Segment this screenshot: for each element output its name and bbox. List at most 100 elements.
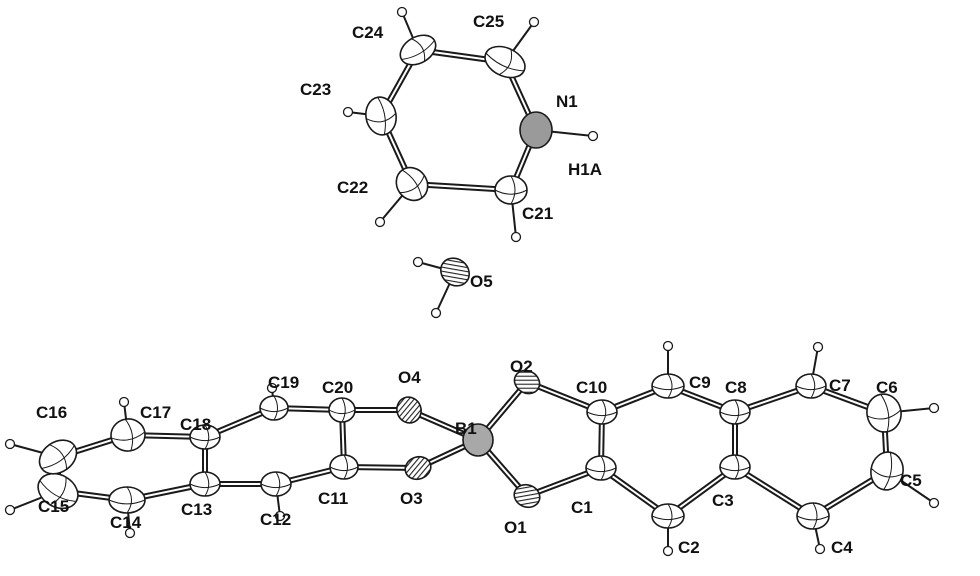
hydrogen-atom <box>928 402 940 414</box>
hydrogen-atom <box>4 438 16 450</box>
atom-ellipse <box>399 34 437 66</box>
principal-axis <box>401 169 423 199</box>
atom-ellipse <box>396 396 422 424</box>
atom-o5 <box>439 257 471 287</box>
hydrogen-atom <box>662 340 674 352</box>
atom-label-c19: C19 <box>268 373 299 392</box>
principal-axis <box>667 503 673 529</box>
atom-b1 <box>462 423 494 457</box>
principal-axis <box>260 483 292 489</box>
atom-label-c24: C24 <box>352 23 384 42</box>
atom-label-c16: C16 <box>36 403 67 422</box>
principal-axis <box>651 385 685 391</box>
principal-axis <box>126 486 132 514</box>
atom-c4 <box>796 502 830 530</box>
principal-axis <box>880 394 890 432</box>
hydrogen-atom <box>266 382 278 394</box>
atom-ellipse <box>38 439 78 475</box>
principal-axis <box>343 454 348 480</box>
principal-axis <box>719 466 751 472</box>
atom-label-c9: C9 <box>689 373 711 392</box>
principal-axis <box>719 411 751 417</box>
principal-axis <box>49 477 67 506</box>
principal-axis <box>189 483 221 489</box>
atom-ellipse <box>462 423 494 457</box>
atom-label-c12: C12 <box>260 510 291 529</box>
principal-axis <box>810 373 816 399</box>
atom-ellipse <box>260 471 292 497</box>
atom-ellipse <box>651 503 685 529</box>
atom-label-c20: C20 <box>322 378 353 397</box>
atom-ellipse <box>395 166 429 202</box>
hydrogen-atom <box>510 231 522 243</box>
atom-ellipse <box>513 483 541 509</box>
atom-ellipse <box>513 369 541 395</box>
atom-label-c7: C7 <box>829 376 851 395</box>
atom-label-c22: C22 <box>337 178 368 197</box>
atoms-layer <box>37 34 904 530</box>
principal-axis <box>204 424 210 450</box>
atom-label-c11: C11 <box>318 489 348 508</box>
atom-c13 <box>189 471 221 497</box>
principal-axis <box>328 409 356 415</box>
principal-axis <box>189 436 221 442</box>
hydrogens-layer <box>4 6 940 557</box>
principal-axis <box>275 471 281 497</box>
principal-axis <box>600 455 606 481</box>
atom-ellipse <box>719 454 751 480</box>
principal-axis <box>867 409 902 420</box>
atom-c25 <box>484 45 526 79</box>
atom-c7 <box>795 373 827 399</box>
hydrogen-atom <box>662 545 674 557</box>
atom-label-c13: C13 <box>181 500 212 519</box>
hydrogen-atom <box>587 130 599 142</box>
atom-label-o4: O4 <box>398 368 421 387</box>
principal-axis <box>41 445 75 469</box>
atom-label-o5: O5 <box>470 272 493 291</box>
atom-ellipse <box>719 399 751 425</box>
atom-ellipse <box>189 471 221 497</box>
atom-label-c14: C14 <box>110 513 142 532</box>
principal-axis <box>734 454 740 480</box>
atom-label-b1: B1 <box>455 419 477 438</box>
principal-axis <box>204 471 210 497</box>
atom-label-n1: N1 <box>556 92 578 111</box>
hydrogen-atom <box>928 497 940 509</box>
principal-axis <box>667 373 673 399</box>
principal-axis <box>377 97 386 135</box>
atom-c6 <box>866 393 902 433</box>
atom-c8 <box>719 399 751 425</box>
principal-axis <box>399 175 425 194</box>
hydrogen-atom <box>812 341 824 353</box>
principal-axis <box>111 431 146 441</box>
atom-ellipse <box>651 373 685 399</box>
principal-axis <box>108 499 146 505</box>
principal-axis <box>795 385 827 391</box>
atom-label-c18: C18 <box>180 415 211 434</box>
atom-ellipse <box>796 502 830 530</box>
atom-c17 <box>110 418 146 452</box>
atom-label-o2: O2 <box>510 357 533 376</box>
principal-axis <box>341 397 346 423</box>
principal-axis <box>365 113 397 123</box>
hydrogen-atom <box>4 504 16 516</box>
hydrogen-atom <box>374 216 386 228</box>
atom-ellipse <box>519 111 553 149</box>
atom-ellipse <box>484 45 526 79</box>
principal-axis <box>586 411 618 417</box>
principal-axis <box>870 467 903 478</box>
atom-c14 <box>108 486 146 514</box>
atom-c1 <box>585 455 617 481</box>
principal-axis <box>329 466 359 472</box>
atom-c21 <box>494 175 528 205</box>
atom-label-h1a: H1A <box>568 160 602 179</box>
atom-ellipse <box>329 454 359 480</box>
atom-c12 <box>260 471 292 497</box>
atom-ellipse <box>585 455 617 481</box>
atom-label-o1: O1 <box>504 518 527 537</box>
atom-ellipse <box>439 257 471 287</box>
atom-ellipse <box>108 486 146 514</box>
atom-ellipse <box>328 397 356 423</box>
principal-axis <box>734 399 740 425</box>
principal-axis <box>259 407 289 413</box>
